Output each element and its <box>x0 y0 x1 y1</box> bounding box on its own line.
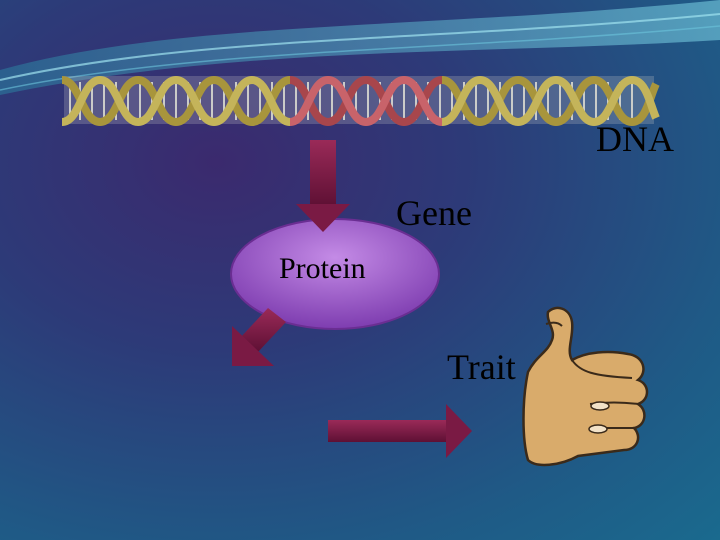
dna-helix-icon <box>61 75 660 127</box>
gene-label: Gene <box>396 193 472 233</box>
protein-label: Protein <box>279 252 366 285</box>
arrow-dna-to-gene <box>296 140 350 232</box>
trait-label: Trait <box>447 347 516 387</box>
arrow-to-trait <box>328 404 472 458</box>
thumbs-up-icon <box>522 306 649 467</box>
decorative-wave <box>0 0 720 95</box>
dna-label: DNA <box>596 119 674 159</box>
arrow-protein-down <box>232 308 286 366</box>
